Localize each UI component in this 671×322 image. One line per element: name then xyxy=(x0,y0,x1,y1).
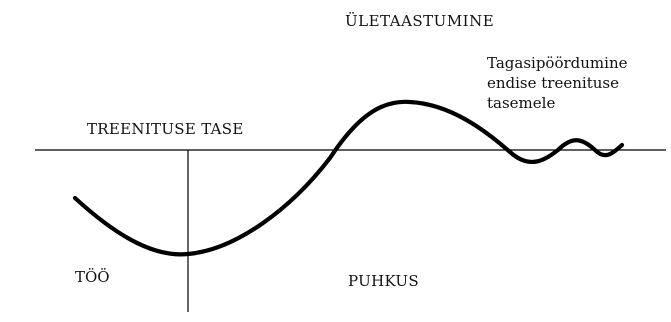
return-to-level-label: Tagasipöördumine endise treenituse tasem… xyxy=(487,54,628,112)
training-level-label: TREENITUSE TASE xyxy=(87,120,244,138)
work-label: TÖÖ xyxy=(75,268,110,286)
adaptation-curve xyxy=(72,99,625,257)
rest-label: PUHKUS xyxy=(348,272,419,290)
overtraining-label: ÜLETAASTUMINE xyxy=(345,12,495,30)
